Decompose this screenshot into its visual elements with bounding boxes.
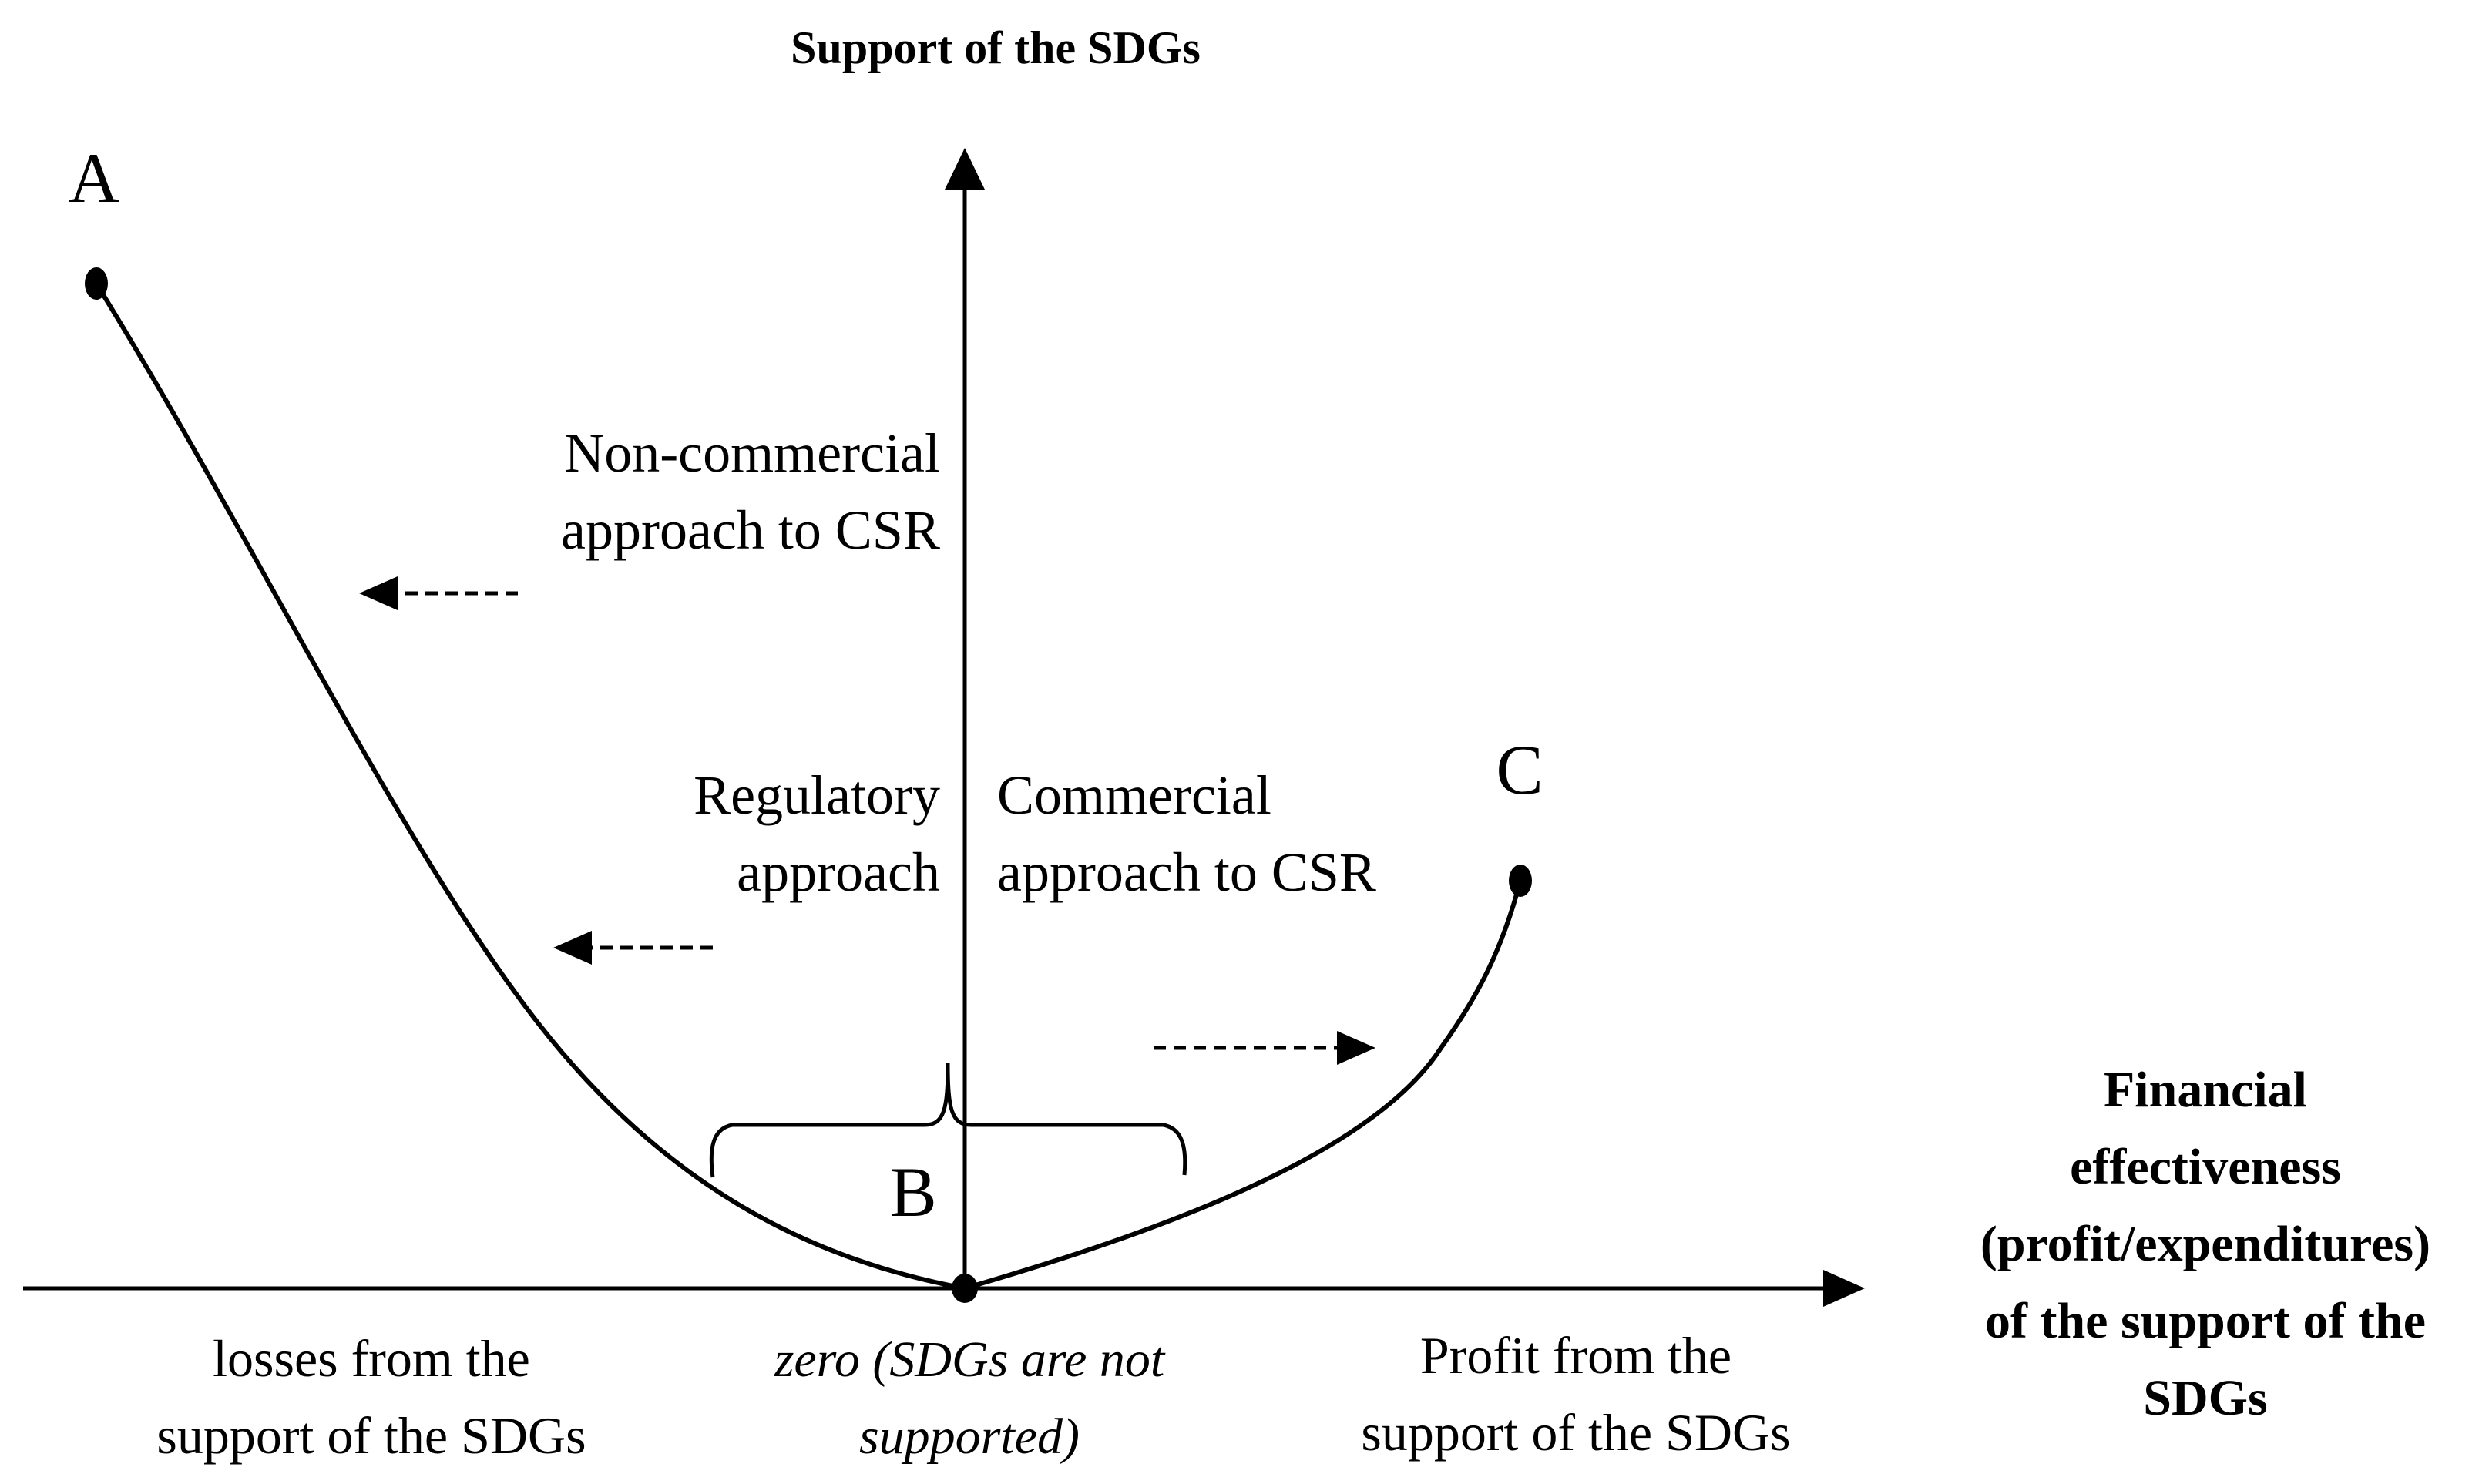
x-axis-label-line-5: SDGs [2143, 1370, 2267, 1426]
regulatory-label-line-1: Regulatory [694, 764, 940, 826]
commercial-label-line-2: approach to CSR [997, 841, 1376, 903]
x-axis-label: Financial effectiveness (profit/expendit… [1980, 1062, 2430, 1426]
non-commercial-label-line-1: Non-commercial [564, 422, 940, 484]
losses-label-line-1: losses from the [213, 1329, 530, 1388]
y-axis-label: Support of the SDGs [791, 22, 1201, 73]
losses-label: losses from the support of the SDGs [156, 1329, 586, 1465]
x-axis-arrowhead [1823, 1270, 1865, 1307]
x-axis-label-line-1: Financial [2104, 1062, 2307, 1118]
effectiveness-curve [94, 282, 1523, 1291]
non-commercial-label: Non-commercial approach to CSR [561, 422, 940, 561]
x-axis-label-line-2: effectiveness [2070, 1139, 2341, 1195]
x-axis-label-line-3: (profit/expenditures) [1980, 1216, 2430, 1272]
profit-label-line-2: support of the SDGs [1361, 1403, 1790, 1462]
zero-label-line-1: zero (SDGs are not [774, 1331, 1166, 1388]
y-axis-arrowhead [945, 148, 985, 190]
zero-label: zero (SDGs are not supported) [774, 1331, 1166, 1465]
non-commercial-arrowhead [359, 576, 398, 610]
point-a-marker [85, 267, 108, 300]
x-axis-label-line-4: of the support of the [1985, 1293, 2426, 1349]
regulatory-label: Regulatory approach [694, 764, 940, 903]
zero-label-line-2: supported) [859, 1408, 1080, 1465]
point-a-label: A [69, 139, 119, 217]
point-b-marker [952, 1274, 978, 1303]
regulatory-arrowhead [553, 931, 592, 965]
losses-label-line-2: support of the SDGs [156, 1406, 586, 1465]
zero-region-brace [709, 1063, 1187, 1178]
commercial-label: Commercial approach to CSR [997, 764, 1376, 903]
commercial-arrowhead [1337, 1031, 1376, 1065]
point-b-label: B [889, 1153, 936, 1231]
profit-label-line-1: Profit from the [1420, 1326, 1732, 1385]
point-c-label: C [1496, 730, 1543, 809]
commercial-label-line-1: Commercial [997, 764, 1271, 826]
non-commercial-label-line-2: approach to CSR [561, 499, 940, 561]
regulatory-label-line-2: approach [737, 841, 940, 903]
point-c-marker [1509, 865, 1532, 897]
profit-label: Profit from the support of the SDGs [1361, 1326, 1790, 1462]
